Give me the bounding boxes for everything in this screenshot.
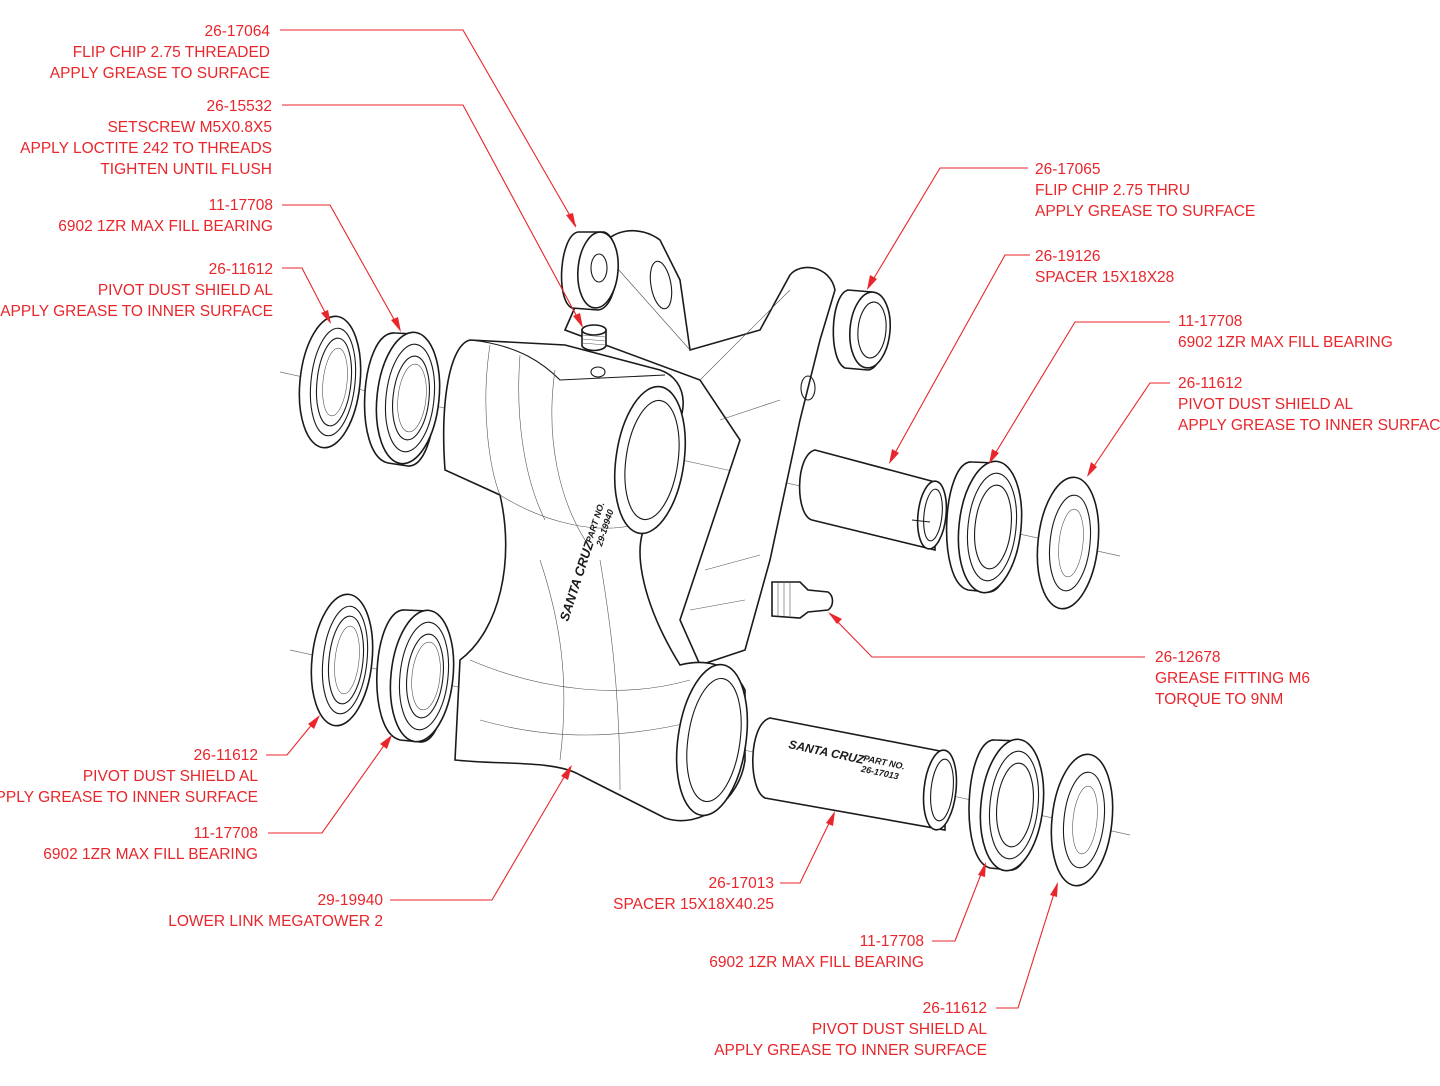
callout-instruction: APPLY LOCTITE 242 TO THREADS [20,140,272,157]
leader-bearing-ll [268,736,391,834]
callout-description: GREASE FITTING M6 [1155,670,1311,687]
callout-part-number: 11-17708 [859,933,924,950]
flip-chip-threaded [560,231,619,311]
dust-shield-upper-right [1036,476,1100,610]
callout-description: PIVOT DUST SHIELD AL [1178,396,1354,413]
callout-description: 6902 1ZR MAX FILL BEARING [1178,334,1393,351]
callout-part-number: 11-17708 [1178,313,1243,330]
callout-description: SETSCREW M5X0.8X5 [107,119,272,136]
callout-part-number: 26-19126 [1035,248,1101,265]
callout-instruction: TIGHTEN UNTIL FLUSH [100,161,272,178]
callout-instruction: APPLY GREASE TO SURFACE [1035,203,1256,220]
callout-description: LOWER LINK MEGATOWER 2 [168,913,383,930]
callout-flip-chip-threaded: 26-17064 FLIP CHIP 2.75 THREADED APPLY G… [50,21,270,84]
callout-bearing-lower-left: 11-17708 6902 1ZR MAX FILL BEARING [43,823,258,865]
callout-part-number: 11-17708 [208,197,273,214]
callout-part-number: 26-15532 [206,98,272,115]
callout-setscrew: 26-15532 SETSCREW M5X0.8X5 APPLY LOCTITE… [20,96,272,180]
callout-description: PIVOT DUST SHIELD AL [811,1021,987,1038]
leader-shield-lr [996,883,1058,1009]
spacer-upper [798,449,948,552]
callout-instruction: TORQUE TO 9NM [1155,691,1284,708]
callout-part-number: 26-17065 [1035,161,1101,178]
callout-part-number: 26-17064 [204,23,270,40]
leader-shield-ul [282,267,331,323]
callout-part-number: 26-11612 [193,747,258,764]
callout-description: SPACER 15X18X40.25 [613,896,774,913]
callout-spacer-lower: 26-17013 SPACER 15X18X40.25 [613,873,774,915]
callout-shield-upper-right: 26-11612 PIVOT DUST SHIELD AL APPLY GREA… [1178,373,1440,436]
callout-instruction: APPLY GREASE TO SURFACE [49,65,270,82]
callout-instruction: APPLY GREASE TO INNER SURFACE [1178,417,1440,434]
leader-spacer-lower [780,812,835,884]
callout-description: PIVOT DUST SHIELD AL [82,768,258,785]
callout-description: 6902 1ZR MAX FILL BEARING [58,218,273,235]
callout-instruction: APPLY GREASE TO INNER SURFACE [0,789,258,806]
leader-grease-fitting [829,613,1145,658]
callout-description: PIVOT DUST SHIELD AL [97,282,273,299]
callout-description: 6902 1ZR MAX FILL BEARING [709,954,924,971]
callout-part-number: 26-11612 [1178,375,1243,392]
leader-flipchip-thru [867,167,1028,289]
leader-bearing-ul [282,204,401,331]
bearing-lower-right [968,738,1045,872]
lower-link-body: SANTA CRUZ PART NO. 29-19940 [442,229,836,822]
dust-shield-lower-left [310,593,374,727]
flip-chip-thru [832,289,891,371]
callout-part-number: 26-11612 [922,1000,987,1017]
callout-bearing-upper-left: 11-17708 6902 1ZR MAX FILL BEARING [58,195,273,237]
callout-bearing-lower-right: 11-17708 6902 1ZR MAX FILL BEARING [709,931,924,973]
spacer-lower: SANTA CRUZ PART NO. 26-17013 [752,717,958,831]
leader-shield-ll [266,716,319,756]
callout-part-number: 29-19940 [317,892,383,909]
dust-shield-upper-left [298,315,362,449]
callout-part-number: 26-12678 [1155,649,1221,666]
bearing-upper-right [945,460,1023,594]
callout-shield-lower-left: 26-11612 PIVOT DUST SHIELD AL APPLY GREA… [0,745,258,808]
leader-shield-ur [1087,382,1170,476]
leader-lines [266,29,1170,1009]
callout-lower-link: 29-19940 LOWER LINK MEGATOWER 2 [168,890,383,932]
callout-instruction: APPLY GREASE TO INNER SURFACE [0,303,273,320]
callout-part-number: 26-17013 [708,875,774,892]
callout-description: FLIP CHIP 2.75 THRU [1035,182,1191,199]
callout-flip-chip-thru: 26-17065 FLIP CHIP 2.75 THRU APPLY GREAS… [1035,159,1255,222]
callout-description: 6902 1ZR MAX FILL BEARING [43,846,258,863]
leader-bearing-lr [932,863,986,942]
leader-bearing-ur [989,321,1170,463]
callout-bearing-upper-right: 11-17708 6902 1ZR MAX FILL BEARING [1178,311,1393,353]
callout-part-number: 11-17708 [193,825,258,842]
leader-setscrew [282,104,583,327]
bearing-upper-left [363,331,441,467]
callout-grease-fitting: 26-12678 GREASE FITTING M6 TORQUE TO 9NM [1155,647,1310,710]
callout-spacer-upper: 26-19126 SPACER 15X18X28 [1035,246,1174,288]
leader-flipchip-threaded [280,29,577,227]
grease-fitting [771,581,834,619]
leader-spacer-upper [889,254,1030,463]
dust-shield-lower-right [1050,753,1114,887]
callout-part-number: 26-11612 [208,261,273,278]
bearing-lower-left [376,609,455,743]
setscrew [581,324,607,352]
leader-lower-link [390,766,571,901]
callout-instruction: APPLY GREASE TO INNER SURFACE [714,1042,987,1059]
callout-shield-lower-right: 26-11612 PIVOT DUST SHIELD AL APPLY GREA… [714,998,987,1061]
callout-description: FLIP CHIP 2.75 THREADED [72,44,270,61]
callout-description: SPACER 15X18X28 [1035,269,1175,286]
callout-shield-upper-left: 26-11612 PIVOT DUST SHIELD AL APPLY GREA… [0,259,273,322]
